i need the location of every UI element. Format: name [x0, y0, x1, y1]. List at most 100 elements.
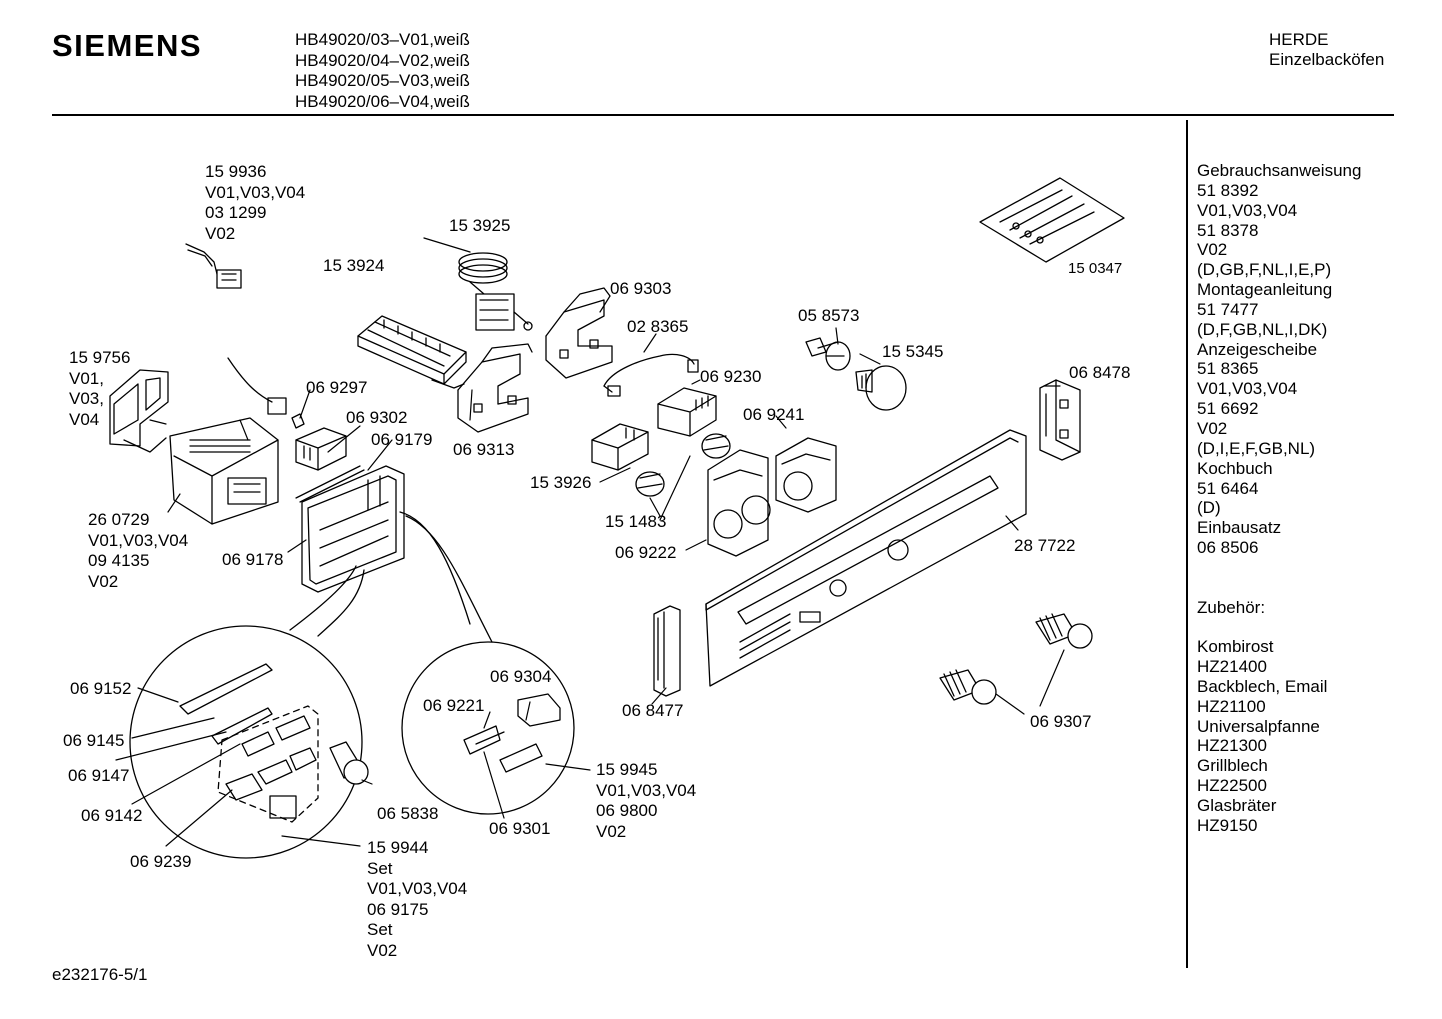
sidebar-line: 06 8506	[1197, 538, 1259, 558]
sidebar-line: (D,GB,F,NL,I,E,P)	[1197, 260, 1332, 280]
sidebar-line: Einbausatz	[1197, 518, 1282, 538]
sensor-wire-part	[227, 357, 305, 429]
part-number: 15 9936	[205, 162, 267, 181]
part-variant: V03,	[69, 389, 104, 408]
model-number: HB49020/06–V04,weiß	[295, 91, 470, 111]
sidebar-line: 51 6692	[1197, 399, 1259, 419]
sidebar-line: Anzeigescheibe	[1197, 339, 1318, 359]
switch-part	[657, 387, 717, 437]
part-label-028365: 02 8365	[627, 317, 689, 336]
part-label-069222: 06 9222	[615, 543, 677, 562]
detail-circle-left	[129, 565, 369, 859]
document-code: e232176-5/1	[52, 965, 148, 984]
sidebar-line: (D,I,E,F,GB,NL)	[1197, 438, 1316, 458]
part-label-155345: 15 5345	[882, 342, 944, 361]
part-label-069179: 06 9179	[371, 430, 433, 449]
sidebar-line: Kochbuch	[1197, 458, 1273, 478]
part-variant: V01,V03,V04	[205, 182, 306, 202]
timer-module-part	[169, 417, 279, 525]
sidebar-line: HZ22500	[1197, 776, 1267, 796]
part-label-159756: 15 9756 V01, V03, V04	[69, 348, 130, 430]
part-label-153925: 15 3925	[449, 216, 511, 235]
sidebar-line: Glasbräter	[1197, 796, 1277, 815]
part-number: 15 9944	[367, 838, 429, 857]
sidebar-line	[1197, 558, 1361, 578]
sidebar-line: HZ9150	[1197, 815, 1258, 835]
model-number: HB49020/05–V03,weiß	[295, 71, 470, 90]
sidebar-line: (D)	[1197, 498, 1221, 518]
part-number: 09 4135	[88, 551, 150, 570]
part-number: 06 9800	[596, 801, 658, 820]
control-board-part	[301, 465, 405, 593]
part-label-069147: 06 9147	[68, 766, 130, 785]
sidebar-line: 51 8378	[1197, 220, 1259, 240]
part-label-068477: 06 8477	[622, 701, 684, 720]
sidebar-line: (D,F,GB,NL,I,DK)	[1197, 319, 1328, 339]
knob-part	[635, 433, 731, 497]
sidebar-line: Montageanleitung	[1197, 280, 1333, 300]
sidebar-line: Backblech, Email	[1197, 676, 1328, 696]
part-label-069307: 06 9307	[1030, 712, 1092, 731]
part-label-069313: 06 9313	[453, 440, 515, 459]
sidebar-line: Zubehör:	[1197, 597, 1266, 617]
sidebar-line: V02	[1197, 418, 1228, 438]
part-variant: V04	[69, 409, 100, 429]
sidebar-line: 51 7477	[1197, 299, 1259, 319]
part-variant: Set	[367, 920, 393, 939]
part-number: 15 9756	[69, 348, 131, 367]
control-panel-part	[705, 429, 1027, 687]
part-label-058573: 05 8573	[798, 306, 860, 325]
part-label-159945: 15 9945 V01,V03,V04 06 9800 V02	[596, 760, 696, 842]
fixing-kit-bag-part	[979, 177, 1125, 263]
part-label-069178: 06 9178	[222, 550, 284, 569]
part-label-065838: 06 5838	[377, 804, 439, 823]
sidebar-line: V01,V03,V04	[1197, 200, 1298, 220]
knob-pair-part	[939, 613, 1093, 705]
part-label-069230: 06 9230	[700, 367, 762, 386]
relay-part	[591, 423, 649, 471]
part-variant: V02	[205, 223, 236, 243]
part-label-150347: 15 0347	[1068, 260, 1123, 277]
part-label-069142: 06 9142	[81, 806, 143, 825]
part-number: 26 0729	[88, 510, 150, 529]
sidebar-line: 51 8392	[1197, 180, 1259, 200]
part-label-069303: 06 9303	[610, 279, 672, 298]
model-number: HB49020/03–V01,weiß	[295, 30, 470, 49]
part-variant: V02	[596, 821, 627, 841]
sidebar-line: HZ21400	[1197, 657, 1267, 677]
detail-circle-right	[399, 511, 575, 815]
sidebar-line: V02	[1197, 240, 1228, 260]
header-divider	[52, 114, 1394, 116]
bracket-part	[545, 287, 613, 379]
thermostat-part	[423, 237, 533, 331]
sidebar-line	[1197, 617, 1361, 637]
part-label-153926: 15 3926	[530, 473, 592, 492]
model-number: HB49020/04–V02,weiß	[295, 50, 470, 70]
part-label-069241: 06 9241	[743, 405, 805, 424]
sidebar-line: Gebrauchsanweisung	[1197, 161, 1362, 180]
model-list: HB49020/03–V01,weiß HB49020/04–V02,weiß …	[295, 30, 470, 112]
sidebar-divider	[1186, 120, 1188, 968]
lens-part	[855, 365, 907, 411]
terminal-block-part	[357, 315, 467, 389]
part-label-069239: 06 9239	[130, 852, 192, 871]
sidebar-line: HZ21100	[1197, 696, 1266, 716]
part-variant: V01,	[69, 368, 104, 388]
cable-part	[603, 353, 699, 397]
wire-part	[295, 465, 365, 503]
part-label-159944: 15 9944 Set V01,V03,V04 06 9175 Set V02	[367, 838, 467, 961]
part-label-069221: 06 9221	[423, 696, 485, 715]
relay-housing-part	[295, 427, 347, 471]
end-bracket-part	[1039, 379, 1081, 461]
part-variant: V01,V03,V04	[88, 530, 189, 550]
sidebar-line: Grillblech	[1197, 756, 1268, 776]
leader-lines	[115, 295, 1065, 847]
part-label-069301: 06 9301	[489, 819, 551, 838]
wire-harness-part	[185, 243, 242, 289]
sidebar-line: Universalpfanne	[1197, 716, 1320, 736]
part-variant: Set	[367, 858, 393, 878]
part-label-159936: 15 9936 V01,V03,V04 03 1299 V02	[205, 162, 305, 244]
sidebar-line: Kombirost	[1197, 637, 1274, 657]
part-variant: V02	[367, 940, 398, 960]
